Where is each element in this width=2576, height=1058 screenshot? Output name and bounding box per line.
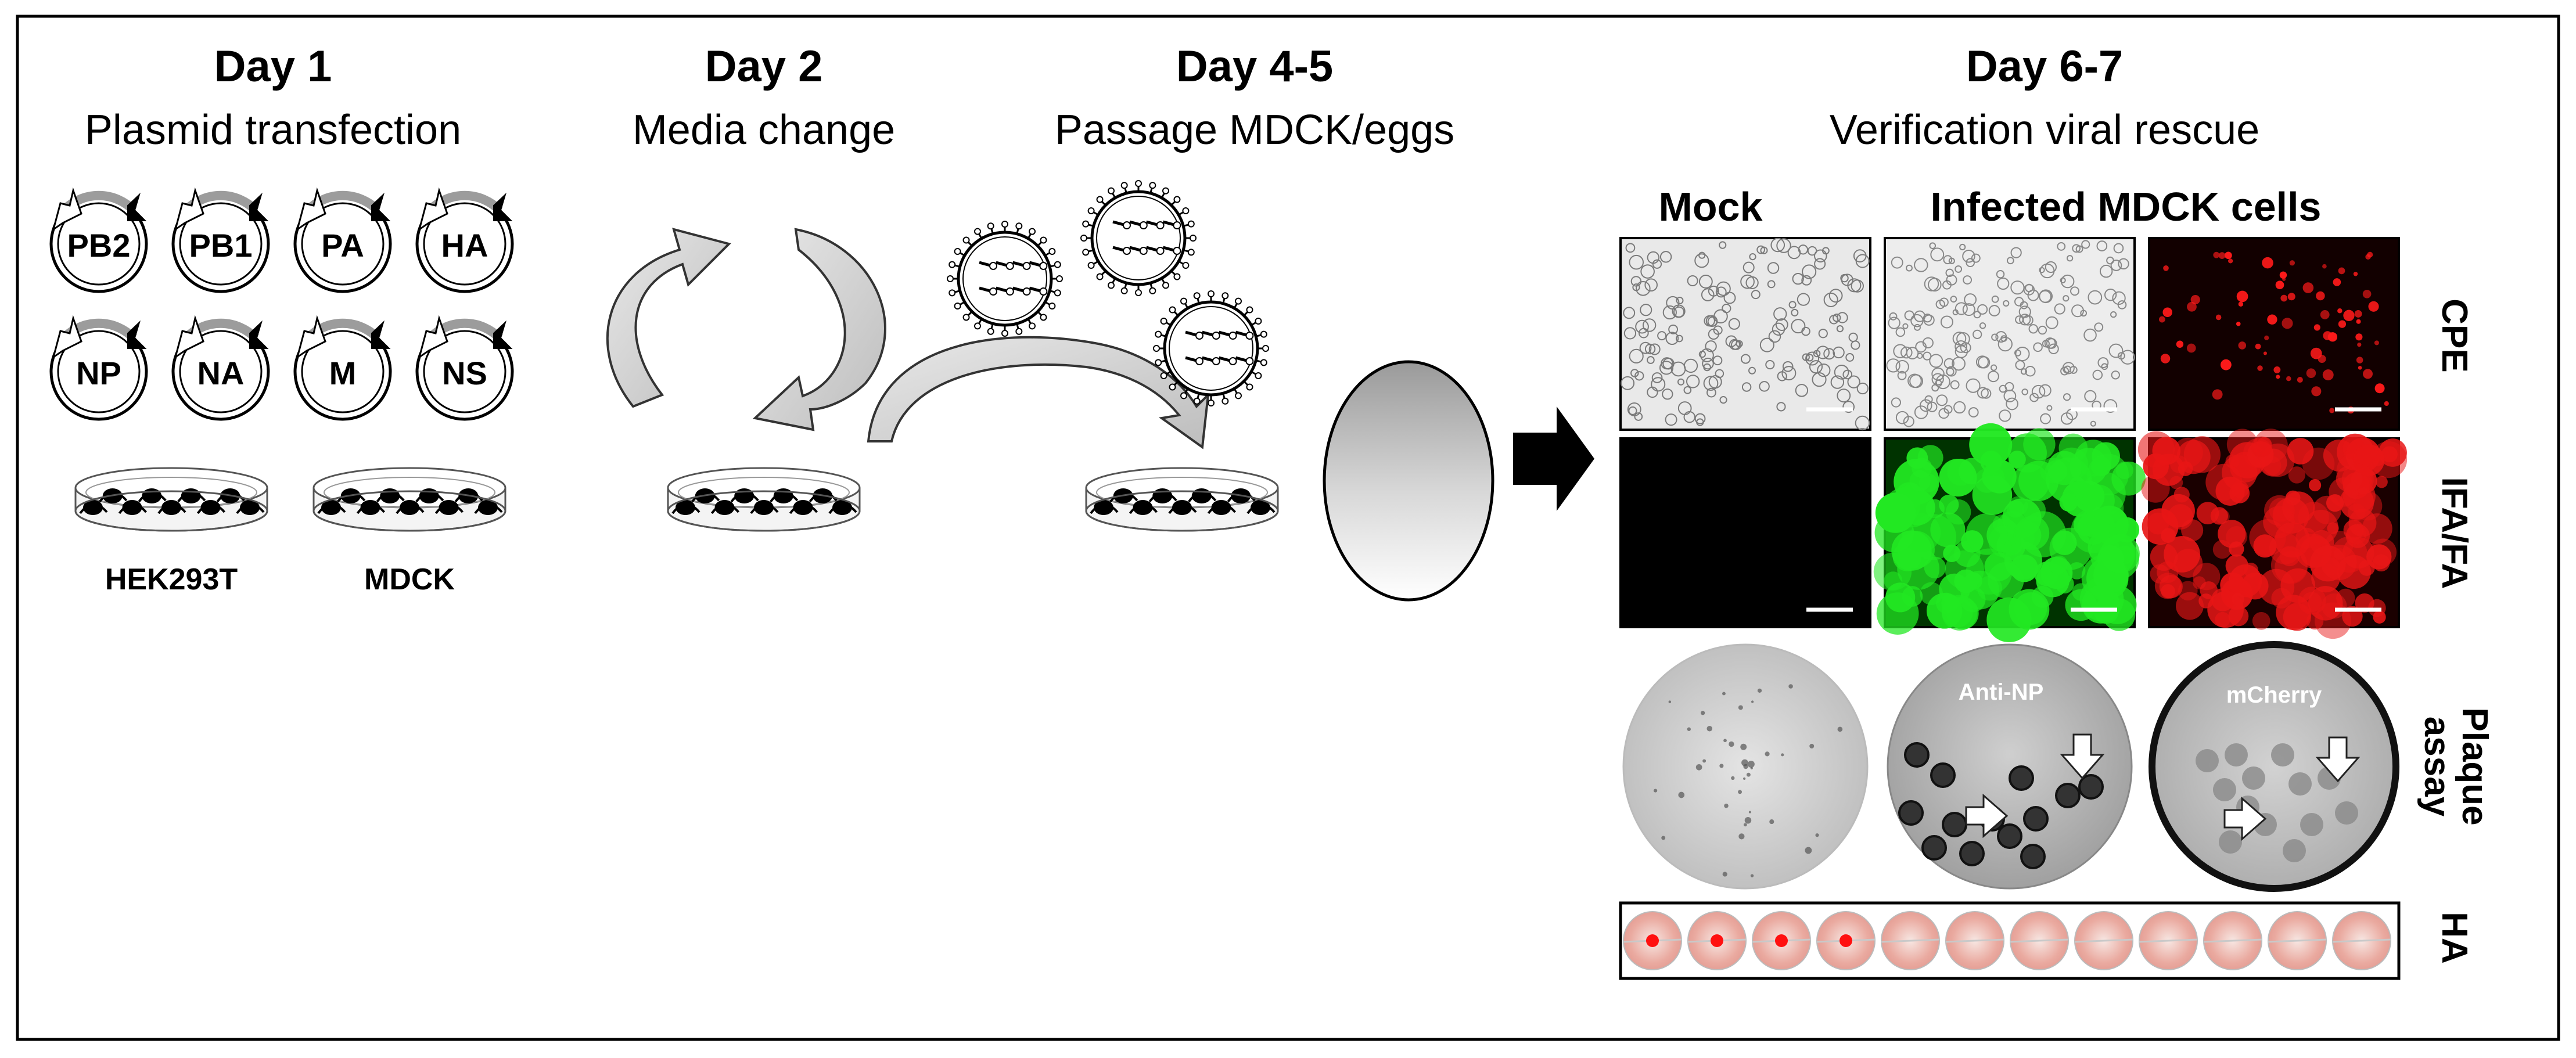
virus-particles	[947, 180, 1269, 406]
row-label-plaque-line1: Plaque	[2455, 707, 2495, 825]
cpe-infected-cells	[1886, 240, 2135, 427]
day2-title: Day 2	[705, 42, 823, 91]
ifa-mock-image	[1619, 437, 1871, 628]
row-label-plaque-line2: assay	[2417, 717, 2457, 817]
plasmid-pb1: PB1	[171, 187, 270, 293]
row-label-cpe: CPE	[2434, 298, 2474, 372]
plasmid-label: NP	[76, 355, 121, 391]
ha-well	[1881, 911, 1940, 970]
plasmid-label: M	[329, 355, 357, 391]
fa-red-staining	[2137, 429, 2408, 639]
dish-day2	[667, 467, 861, 532]
day67-title: Day 6-7	[1966, 42, 2123, 91]
ha-well	[2268, 911, 2327, 970]
ha-well	[1945, 911, 2004, 970]
dish-hek293t	[74, 467, 268, 532]
cpe-mock-cells	[1621, 237, 1870, 431]
figure-frame	[16, 15, 2560, 1041]
ha-wells	[1623, 911, 2391, 970]
anti-np-plaques	[1898, 742, 2104, 869]
column-mock: Mock	[1659, 184, 1763, 229]
ha-well	[2332, 911, 2391, 970]
ha-well	[2203, 911, 2262, 970]
plaque-pointer-arrows	[1965, 733, 2361, 841]
plasmid-m: M	[293, 315, 392, 421]
ha-well	[2010, 911, 2069, 970]
ifa-green-staining	[1873, 423, 2146, 643]
ha-well	[2074, 911, 2133, 970]
plasmid-np: NP	[49, 315, 148, 421]
cell-line-mdck: MDCK	[364, 563, 455, 596]
ha-well	[1752, 911, 1811, 970]
cpe-infected-brightfield-image	[1884, 237, 2136, 431]
mock-plate-specks	[1653, 684, 1843, 877]
cell-line-hek293t: HEK293T	[105, 563, 238, 596]
plaque-label-mcherry: mCherry	[2226, 682, 2322, 708]
plaque-label-anti-np: Anti-NP	[1959, 679, 2044, 705]
plasmid-label: NA	[197, 355, 245, 391]
plasmid-label: PB2	[67, 227, 131, 264]
virus-particle-icon	[947, 221, 1063, 337]
plasmid-grid: PB2 PB1 PA HA NP NA M NS	[49, 187, 514, 421]
plasmid-na: NA	[171, 315, 270, 421]
cpe-mock-image	[1619, 237, 1871, 431]
day45-title: Day 4-5	[1176, 42, 1333, 91]
virus-particle-icon	[1153, 290, 1269, 406]
day2-action: Media change	[633, 107, 895, 153]
dish-mdck	[312, 467, 506, 532]
plasmid-pa: PA	[293, 187, 392, 293]
row-label-ha: HA	[2434, 912, 2474, 964]
plasmid-pb2: PB2	[49, 187, 148, 293]
passage-arrow-icon	[867, 336, 1210, 449]
plasmid-label: PA	[321, 227, 364, 264]
ha-well	[1623, 911, 1682, 970]
plasmid-label: HA	[441, 227, 488, 264]
cell-dishes	[74, 467, 1279, 532]
plasmid-ns: NS	[415, 315, 514, 421]
plaque-plate-mcherry	[2149, 641, 2399, 892]
dish-day45	[1085, 467, 1279, 532]
plasmid-label: PB1	[189, 227, 253, 264]
mcherry-plaques	[2196, 743, 2358, 862]
day45-action: Passage MDCK/eggs	[1055, 107, 1454, 153]
day67-action: Verification viral rescue	[1830, 107, 2259, 153]
ha-well	[2139, 911, 2198, 970]
plasmid-ha: HA	[415, 187, 514, 293]
egg-icon	[1323, 360, 1494, 602]
row-label-ifa-fa: IFA/FA	[2434, 477, 2474, 589]
media-change-cycle-icon	[606, 228, 886, 431]
day1-action: Plasmid transfection	[85, 107, 461, 153]
verification-panel: Mock Infected MDCK cells CPE IFA/FA Plaq…	[1619, 184, 2495, 980]
ha-well	[1687, 911, 1747, 970]
column-infected: Infected MDCK cells	[1931, 184, 2322, 229]
ha-well	[1816, 911, 1876, 970]
cpe-red-foci	[2158, 251, 2389, 414]
to-verification-arrow-icon	[1513, 406, 1594, 511]
virus-particle-icon	[1080, 180, 1197, 296]
scale-bars	[1806, 407, 2381, 612]
plasmid-label: NS	[442, 355, 487, 391]
cpe-infected-fluorescence-image	[2148, 237, 2400, 431]
day1-title: Day 1	[214, 42, 332, 91]
